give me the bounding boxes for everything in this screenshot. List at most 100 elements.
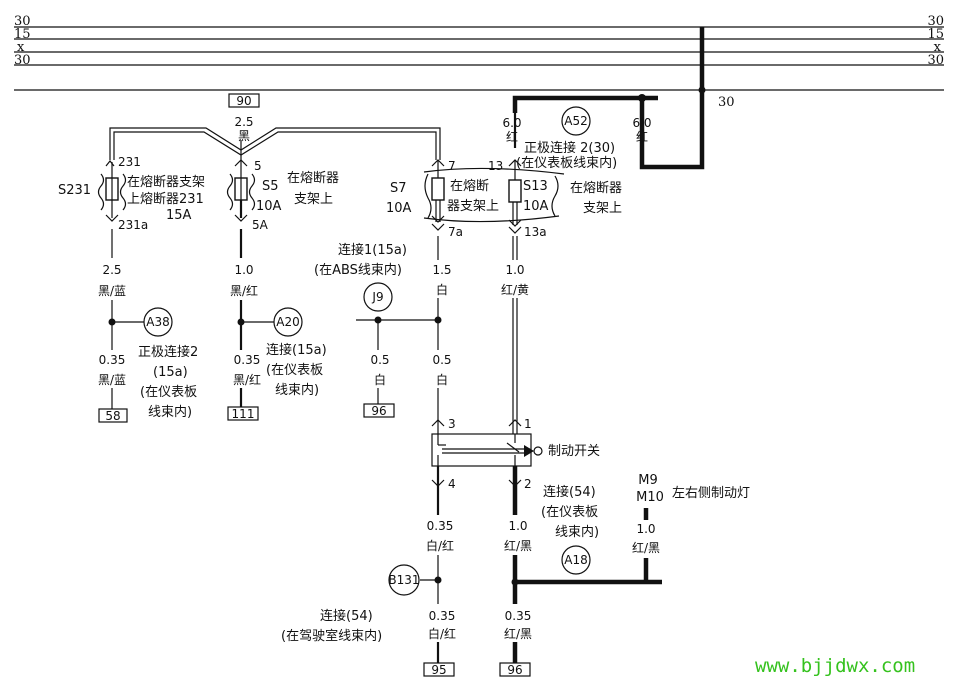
j9-junction-right: [434, 316, 442, 324]
a52-group: 6.0 红 A52 6.0 红 正极连接 2(30) (在仪表板线束内): [502, 106, 652, 171]
s7-location-2: 器支架上: [447, 199, 499, 214]
switch-pin-1: 1: [524, 417, 532, 431]
lamp-ref-2: M10: [636, 490, 664, 505]
a52-id: A52: [564, 114, 587, 128]
a38-line-2: (15a): [153, 365, 188, 380]
feed-30: 30: [512, 27, 735, 170]
s7-name: S7: [390, 181, 407, 196]
s7-fuse-body: [431, 177, 445, 201]
s231-name: S231: [58, 183, 91, 198]
w90-color: 黑: [238, 129, 250, 143]
j9-line-1: 连接1(15a): [338, 242, 407, 258]
terminal-96-b: 96: [507, 663, 522, 677]
rail-label-left-1: 30: [14, 14, 31, 29]
w111-gauge: 0.35: [234, 353, 261, 367]
a52-junction: [638, 94, 646, 102]
w-lamp-gauge: 1.0: [636, 522, 655, 536]
fuse-s13: 13 S13 10A 在熔断器 支架上 13a: [423, 113, 622, 239]
w5a-gauge: 1.0: [234, 263, 253, 277]
s13-in-pin: 13: [488, 159, 503, 173]
w-a52-right-gauge: 6.0: [632, 116, 651, 130]
w-sw4-color: 白/红: [426, 538, 454, 553]
s231-location-2: 上熔断器231: [127, 192, 204, 207]
s231-out-arrow: [105, 214, 119, 222]
b131-junction: [434, 576, 442, 584]
branch-s5: 1.0 黑/红 A20 0.35 黑/红 111 连接(15a) (在仪表板 线…: [227, 229, 327, 421]
a20-line-1: 连接(15a): [266, 342, 327, 358]
a18-circle: [561, 545, 591, 575]
terminal-96-a-box: [363, 403, 395, 418]
b131-line-2: (在驾驶室线束内): [281, 628, 382, 644]
b131-line-1: 连接(54): [320, 608, 373, 624]
w7a-color: 白: [436, 282, 448, 297]
s5-out-pin: 5A: [252, 218, 269, 232]
fuse-s231: 231 S231 在熔断器支架 上熔断器231 15A 231a: [58, 155, 205, 232]
w-sw3-gauge: 0.5: [432, 353, 451, 367]
a20-junction: [237, 318, 245, 326]
w-sw2-gauge: 1.0: [508, 519, 527, 533]
fuse-s7: 7 S7 10A 在熔断 器支架上 7a: [386, 159, 499, 239]
switch-pin-3: 3: [448, 417, 456, 431]
j9-circle: [363, 282, 393, 312]
j9-line-2: (在ABS线束内): [314, 262, 402, 278]
w58-color: 黑/蓝: [98, 373, 126, 387]
a20-line-3: 线束内): [275, 382, 319, 398]
w90-gauge: 2.5: [234, 115, 253, 129]
s13-fuse-body: [508, 179, 522, 203]
feed-harness-inner: [113, 131, 437, 160]
b131-circle: [388, 564, 420, 596]
bus-rails: 30 15 x 30 30 15 x 30: [14, 14, 944, 91]
s5-in-pin: 5: [254, 159, 262, 173]
a38-junction: [108, 318, 116, 326]
s13-rating: 10A: [523, 199, 549, 214]
terminal-95-box: [423, 662, 455, 677]
branch-s231: 2.5 黑/蓝 A38 0.35 黑/蓝 58 正极连接2 (15a) (在仪表…: [98, 229, 198, 423]
a52-circle: [561, 106, 591, 136]
terminal-90-group: 90 2.5 黑: [109, 93, 441, 160]
w-sw3-color: 白: [436, 372, 448, 387]
fuse-s5: 5 S5 10A 在熔断器 支架上 5A: [226, 159, 339, 232]
lamp-ref-1: M9: [638, 473, 658, 488]
branch-s13: 1.0 红/黄: [501, 236, 529, 434]
w-96b-color: 红/黑: [504, 626, 532, 641]
a52-line-1: 正极连接 2(30): [524, 140, 615, 156]
a38-id: A38: [146, 315, 169, 329]
terminal-111: 111: [232, 407, 255, 421]
s13-out-pin: 13a: [524, 225, 547, 239]
w-sw2-color: 红/黑: [504, 538, 532, 553]
feed-30-wire: [639, 27, 705, 170]
w-a52-right-color: 红: [636, 129, 648, 144]
feed-30-label: 30: [718, 95, 735, 110]
w111-color: 黑/红: [233, 372, 261, 387]
a18-junction: [511, 578, 519, 586]
s7-in-pin: 7: [448, 159, 456, 173]
rail-label-right-4: 30: [927, 53, 944, 68]
w-lamp-color: 红/黑: [632, 540, 660, 555]
brake-lamp-label: 左右侧制动灯: [672, 486, 750, 501]
a20-id: A20: [276, 315, 299, 329]
rail-label-left-2: 15: [14, 27, 31, 42]
feed-30-junction: [698, 86, 706, 94]
rail-label-right-2: 15: [927, 27, 944, 42]
j9-id: J9: [371, 290, 383, 304]
a18-line-1: 连接(54): [543, 484, 596, 500]
a52-line-2: (在仪表板线束内): [516, 155, 617, 171]
feed-harness-outer: [109, 127, 441, 160]
terminal-95: 95: [431, 663, 446, 677]
a38-circle: [143, 307, 173, 337]
w-a52-left-gauge: 6.0: [502, 116, 521, 130]
switch-pin-2: 2: [524, 477, 532, 491]
w7a-gauge: 1.5: [432, 263, 451, 277]
s231-rating: 15A: [166, 208, 192, 223]
terminal-90-box: [228, 93, 260, 108]
brake-switch-label: 制动开关: [548, 444, 600, 459]
rail-label-right-3: x: [934, 40, 942, 55]
s5-location-2: 支架上: [294, 192, 333, 207]
a20-circle: [273, 307, 303, 337]
s5-location-1: 在熔断器: [287, 171, 339, 186]
w13a-gauge: 1.0: [505, 263, 524, 277]
a38-line-3: (在仪表板: [140, 385, 197, 400]
a18-line-2: (在仪表板: [541, 505, 598, 520]
watermark: www.bjjdwx.com: [755, 655, 915, 677]
w5a-color: 黑/红: [230, 283, 258, 298]
